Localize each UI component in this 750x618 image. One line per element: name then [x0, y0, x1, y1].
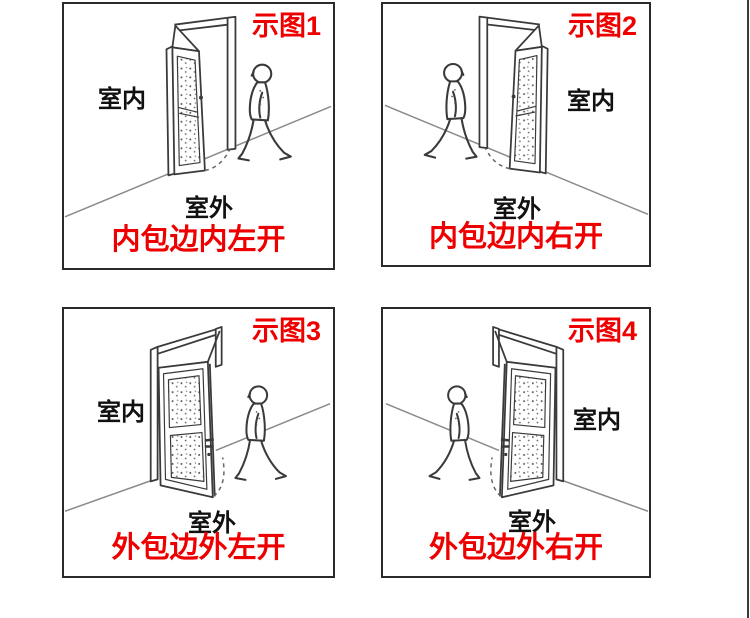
panel-3-outdoor-label: 室外 [188, 510, 236, 537]
panel-2-badge: 示图2 [567, 11, 637, 41]
panel-3-indoor-label: 室内 [97, 399, 145, 426]
panel-3-caption: 外包边外左开 [111, 532, 286, 564]
panel-1: 示图1 室内 室外 内包边内左开 [62, 2, 335, 270]
panel-4-badge: 示图4 [567, 316, 637, 346]
panel-1-badge: 示图1 [251, 11, 321, 41]
panel-2-caption: 内包边内右开 [428, 221, 603, 253]
page-right-border [747, 0, 749, 618]
panel-1-caption: 内包边内左开 [111, 224, 286, 256]
panel-2-indoor-label: 室内 [567, 88, 615, 115]
panel-2: 示图2 室内 室外 内包边内右开 [381, 2, 651, 267]
panel-1-indoor-label: 室内 [98, 86, 146, 113]
panel-1-outdoor-label: 室外 [185, 195, 233, 222]
panel-3-badge: 示图3 [251, 316, 321, 346]
panel-4-indoor-label: 室内 [573, 407, 621, 434]
panel-4: 示图4 室内 室外 外包边外右开 [381, 307, 651, 578]
panel-3: 示图3 室内 室外 外包边外左开 [62, 307, 335, 578]
panel-4-outdoor-label: 室外 [508, 509, 556, 536]
panel-2-outdoor-label: 室外 [493, 196, 541, 223]
panel-4-caption: 外包边外右开 [428, 532, 603, 564]
